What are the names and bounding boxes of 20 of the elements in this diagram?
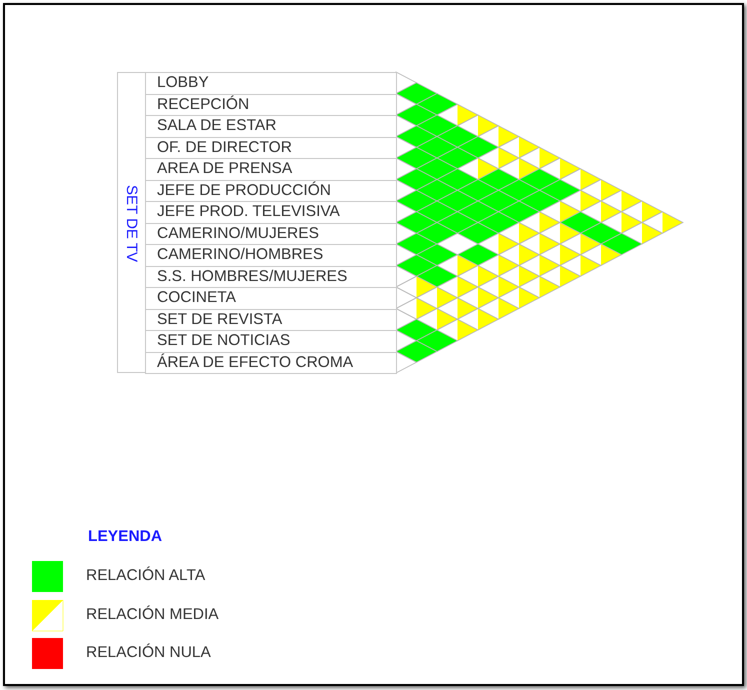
room-label: OF. DE DIRECTOR	[145, 136, 397, 159]
group-title: SET DE TV	[123, 184, 140, 262]
room-label: JEFE PROD. TELEVISIVA	[145, 201, 397, 224]
room-label: RECEPCIÓN	[145, 94, 397, 116]
room-label: LOBBY	[145, 72, 397, 94]
room-label: CAMERINO/HOMBRES	[145, 244, 397, 266]
room-label: COCINETA	[145, 287, 397, 310]
room-label: JEFE DE PRODUCCIÓN	[145, 180, 397, 202]
room-label: SET DE REVISTA	[145, 308, 397, 331]
legend-label: RELACIÓN ALTA	[86, 567, 206, 585]
room-label: S.S. HOMBRES/MUJERES	[145, 266, 397, 288]
room-label: AREA DE PRENSA	[145, 158, 397, 180]
legend-label: RELACIÓN NULA	[86, 644, 211, 662]
room-label: CAMERINO/MUJERES	[145, 222, 397, 245]
group-band	[117, 72, 396, 373]
legend-label: RELACIÓN MEDIA	[86, 606, 219, 624]
room-label: SALA DE ESTAR	[145, 115, 397, 138]
legend-title: LEYENDA	[88, 528, 162, 546]
room-label: ÁREA DE EFECTO CROMA	[145, 352, 397, 374]
room-label: SET DE NOTICIAS	[145, 330, 397, 352]
